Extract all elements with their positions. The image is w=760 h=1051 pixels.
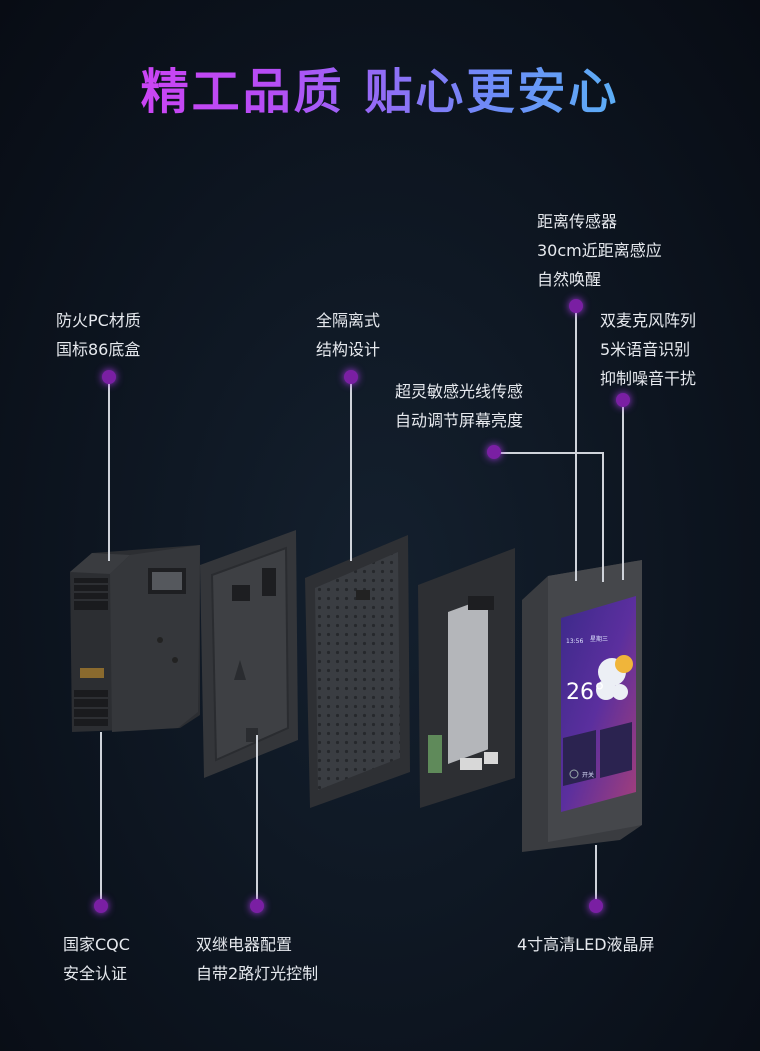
circuit-board <box>418 548 515 808</box>
isolation-cover <box>305 535 410 808</box>
label-fire-pc: 防火PC材质 国标86底盒 <box>56 311 141 359</box>
back-box <box>70 545 200 732</box>
marker-dot-screen <box>589 899 603 913</box>
marker-dot-fire-pc <box>102 370 116 384</box>
marker-dot-light <box>487 445 501 459</box>
connector-line <box>493 452 603 454</box>
bracket-plate <box>200 530 298 778</box>
connector-line <box>108 381 110 561</box>
screen-date: 星期三 <box>590 636 609 643</box>
label-screen: 4寸高清LED液晶屏 <box>517 935 655 954</box>
connector-line <box>575 309 577 581</box>
label-light-sensor: 超灵敏感光线传感 自动调节屏幕亮度 <box>395 382 524 430</box>
marker-dot-isolation <box>344 370 358 384</box>
front-panel <box>522 560 642 852</box>
connector-line <box>595 845 597 903</box>
connector-line <box>256 735 258 905</box>
label-distance-sensor: 距离传感器 30cm近距离感应 自然唤醒 <box>537 212 662 289</box>
label-cqc: 国家CQC 安全认证 <box>63 935 130 983</box>
screen-time: 13:56 <box>566 638 584 645</box>
screen-temperature: 26° <box>566 680 605 705</box>
marker-dot-distance <box>569 299 583 313</box>
connector-line <box>602 452 604 582</box>
connector-line <box>100 732 102 904</box>
label-relay: 双继电器配置 自带2路灯光控制 <box>196 935 319 983</box>
label-isolation: 全隔离式 结构设计 <box>316 311 381 359</box>
connector-line <box>350 381 352 561</box>
connector-line <box>622 404 624 580</box>
marker-dot-mic <box>616 393 630 407</box>
marker-dot-relay <box>250 899 264 913</box>
page-title: 精工品质 贴心更安心 <box>0 52 760 122</box>
marker-dot-cqc <box>94 899 108 913</box>
screen-tile-label: 开关 <box>582 772 595 779</box>
label-mic-array: 双麦克风阵列 5米语音识别 抑制噪音干扰 <box>600 311 697 388</box>
